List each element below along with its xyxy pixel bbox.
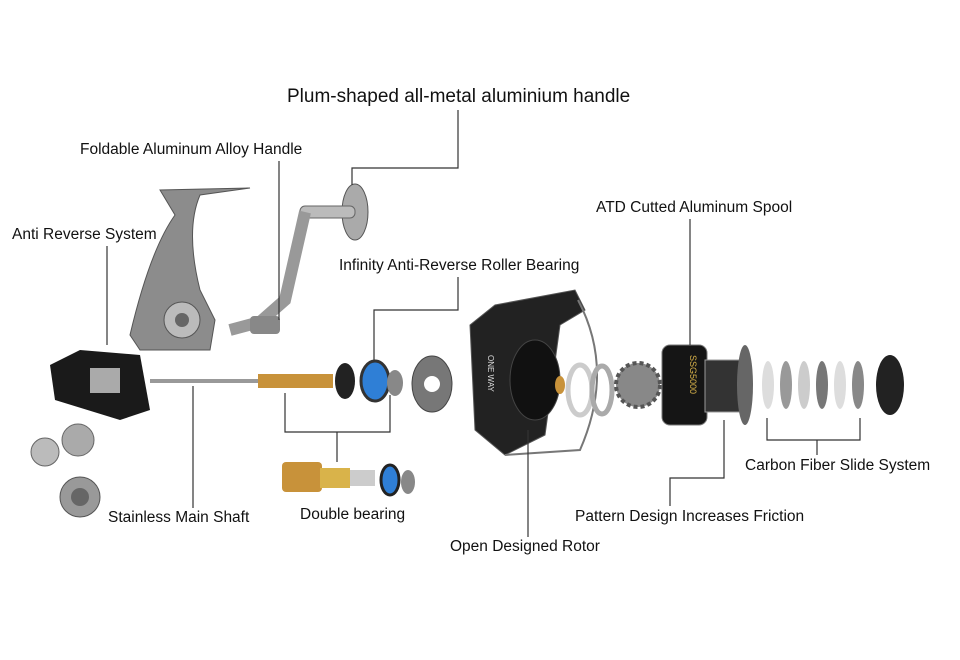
reel-body: [129, 187, 251, 351]
label-carbon-slide: Carbon Fiber Slide System: [745, 457, 931, 474]
plum-handle-part: [228, 183, 369, 336]
label-anti-reverse: Anti Reverse System: [12, 226, 157, 243]
label-plum-handle: Plum-shaped all-metal aluminium handle: [287, 86, 631, 107]
double-bearing-part: [282, 462, 415, 497]
pinion-gear: [258, 374, 333, 388]
washers: [555, 361, 662, 418]
label-main-shaft: Stainless Main Shaft: [108, 509, 250, 526]
label-pattern-design: Pattern Design Increases Friction: [575, 508, 805, 525]
drag-washers: [762, 355, 904, 415]
roller-bearing-part: [335, 355, 453, 413]
label-atd-spool: ATD Cutted Aluminum Spool: [596, 199, 793, 216]
label-double-bearing: Double bearing: [300, 506, 406, 523]
rotor-mark: ONE WAY: [486, 355, 495, 393]
label-foldable-handle: Foldable Aluminum Alloy Handle: [80, 141, 303, 158]
leader-lines: [106, 110, 861, 537]
label-infinity-bearing: Infinity Anti-Reverse Roller Bearing: [339, 257, 580, 274]
rotor-part: ONE WAY: [469, 289, 598, 456]
anti-reverse-housing: [50, 350, 150, 420]
label-open-rotor: Open Designed Rotor: [450, 538, 600, 555]
spool-part: SSG5000: [661, 344, 753, 426]
spool-model: SSG5000: [688, 355, 698, 394]
main-shaft-part: [150, 379, 260, 383]
gears: [30, 423, 101, 518]
